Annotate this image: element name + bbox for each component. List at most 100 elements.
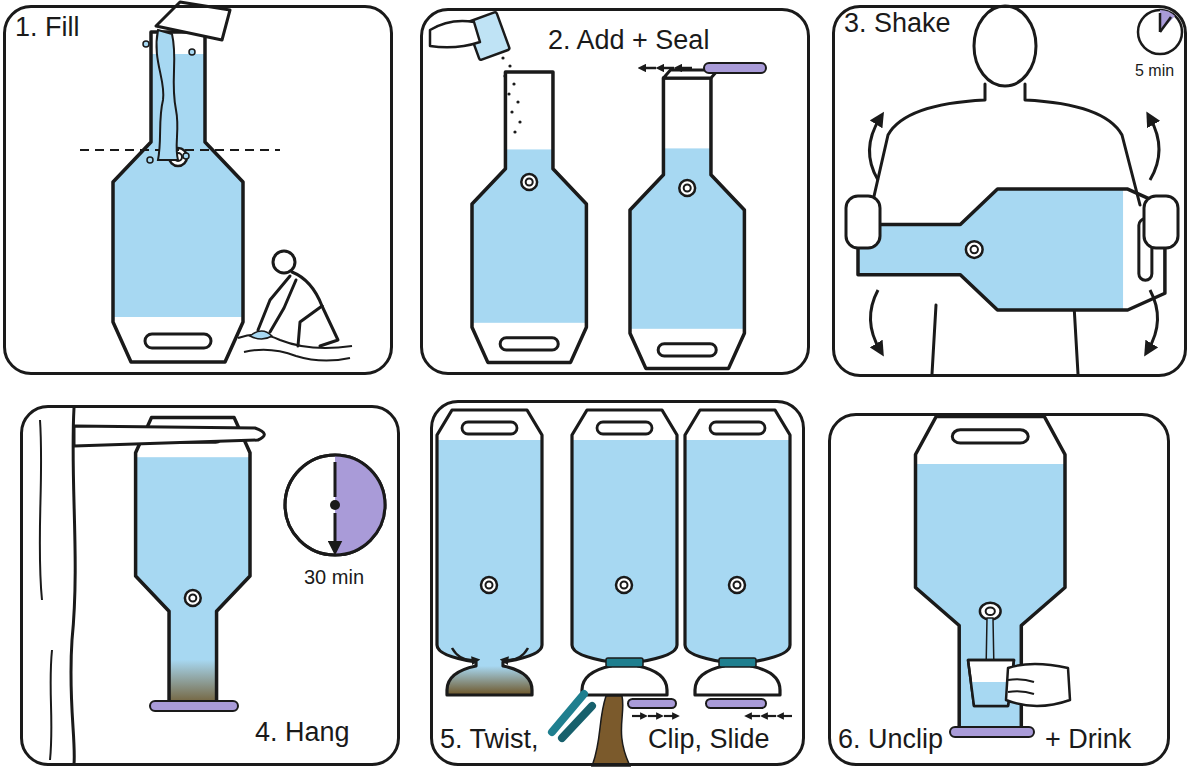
drain-scene [437, 410, 792, 766]
water [572, 440, 677, 662]
hang-scene [40, 408, 385, 764]
seal-scene [430, 12, 766, 369]
water [858, 189, 1123, 310]
bark-line [40, 420, 52, 760]
fist [846, 196, 880, 248]
twist-arrow [452, 648, 476, 660]
bag-outline [437, 410, 542, 695]
step-panel: 3. Shake 5 min [832, 5, 1187, 377]
timer-wedge [1160, 10, 1175, 32]
droplet [189, 49, 195, 55]
step-title: 3. Shake [844, 9, 951, 39]
twisted-bag [437, 410, 542, 695]
arrow [678, 67, 692, 70]
shake-scene [846, 6, 1182, 374]
slide-arrows [748, 715, 792, 717]
bag-outline [858, 189, 1165, 310]
water [685, 440, 790, 662]
arrow [648, 715, 660, 717]
timer-face [1138, 10, 1182, 54]
slide-arrows [642, 67, 692, 70]
bag-outline [685, 410, 790, 695]
bag-outline [572, 410, 677, 695]
cup-water [971, 682, 1011, 706]
teal-clip [719, 658, 756, 667]
arrow [869, 118, 880, 180]
step-panel: 5. Twist, Clip, Slide [430, 400, 805, 766]
arrow [780, 715, 792, 717]
step-title: 1. Fill [15, 13, 80, 43]
bag-outline [113, 32, 243, 362]
person-leg [320, 306, 338, 346]
arrow [632, 715, 644, 717]
torso [932, 305, 1078, 374]
step-title: 2. Add + Seal [548, 26, 709, 56]
water-bag [113, 32, 243, 362]
purple-clip [628, 699, 676, 708]
person-back [292, 272, 322, 306]
powder-dot [507, 92, 510, 95]
tree-trunk [71, 408, 75, 764]
person-arm [270, 280, 296, 332]
step-title: 4. Hang [255, 718, 350, 748]
arrow [1148, 290, 1158, 350]
step-panel: 2. Add + Seal [420, 8, 810, 375]
droplet [183, 153, 189, 159]
powder-dot [513, 130, 516, 133]
bag-outline [630, 78, 744, 368]
arrow [660, 67, 674, 70]
arrow [748, 715, 760, 717]
step-caption: 5 min [1135, 62, 1174, 80]
step-panel: 1. Fill [3, 5, 393, 375]
water-bag [630, 70, 744, 368]
droplet [143, 41, 149, 47]
step-caption: 30 min [304, 566, 364, 588]
drink-scene [916, 416, 1071, 737]
water [136, 457, 250, 708]
timer-face [285, 455, 385, 555]
pour-stream [156, 30, 178, 160]
water-bag [858, 189, 1165, 310]
bag-outline [136, 418, 250, 708]
fist [1144, 196, 1178, 248]
arrow [664, 715, 676, 717]
step-caption: Clip, Slide [648, 725, 770, 755]
step-panel: 4. Hang 30 min [20, 405, 400, 766]
powder [501, 56, 521, 133]
purple-clip [950, 727, 1034, 737]
step-title: 5. Twist, [440, 725, 539, 755]
fingers [1008, 679, 1034, 694]
timer-rim [285, 455, 385, 555]
water-bag [472, 72, 586, 362]
timer [1138, 10, 1182, 54]
arrow [642, 67, 656, 70]
head [974, 6, 1036, 86]
powder-dot [516, 100, 519, 103]
twist-arrow [504, 648, 528, 660]
timer-pivot [330, 500, 340, 510]
water [630, 148, 744, 328]
shake-arrows [869, 118, 1159, 350]
branch [74, 426, 264, 446]
bag-outline [472, 72, 586, 362]
slide-arrows [632, 715, 676, 717]
step-title: 6. Unclip [838, 725, 943, 755]
arrow [1150, 118, 1159, 180]
water [113, 54, 243, 317]
clipped-bag [685, 410, 790, 695]
fill-line [80, 149, 280, 151]
step-panel: 6. Unclip + Drink [828, 413, 1170, 766]
hand [1006, 664, 1070, 706]
shoulders [872, 84, 1140, 205]
water-bag [136, 418, 250, 708]
powder-dot [503, 74, 506, 77]
purple-clip [150, 701, 238, 711]
person-leg [298, 306, 322, 346]
teal-clip [606, 658, 643, 667]
hand [430, 21, 480, 47]
water [437, 440, 542, 666]
open-clip [562, 706, 592, 738]
step-caption: + Drink [1045, 725, 1131, 755]
